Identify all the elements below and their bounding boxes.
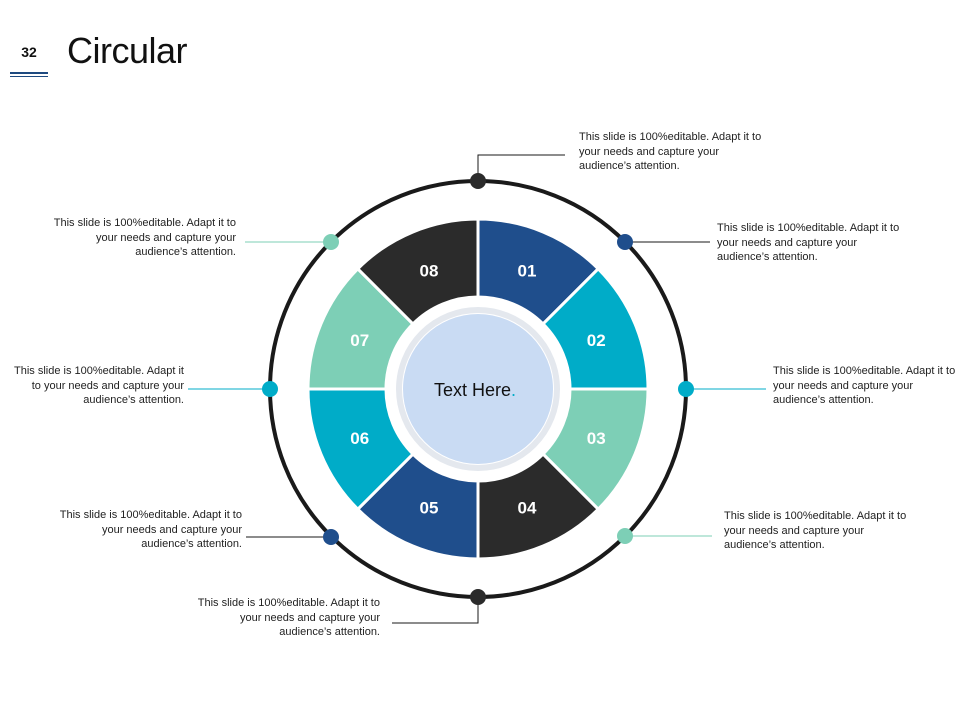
ring-dot-6 [323,529,339,545]
center-text-dot: . [511,380,516,400]
callout-bottom: This slide is 100%editable. Adapt it to … [197,597,380,638]
segment-label-05: 05 [420,498,439,517]
segment-08 [355,217,480,327]
ring-dot-2 [617,234,633,250]
ring-dot-7 [262,381,278,397]
ring-dot-4 [617,528,633,544]
slide-title: Circular [67,30,188,71]
center-text: Text Here. [434,380,516,400]
slide-number-underline [10,72,48,77]
ring-dot-1 [470,173,486,189]
callout-right: This slide is 100%editable. Adapt it to … [773,365,956,406]
ring-dot-3 [678,381,694,397]
slide-number: 32 [21,44,37,60]
ring-dot-8 [323,234,339,250]
callout-left: This slide is 100%editable. Adapt it to … [14,365,184,406]
center-circle [403,314,553,464]
segment-label-04: 04 [518,498,537,517]
ring-dot-5 [470,589,486,605]
callout-upper-right: This slide is 100%editable. Adapt it to … [717,222,900,263]
center-ring [396,307,560,471]
callout-lower-left: This slide is 100%editable. Adapt it to … [59,509,242,550]
callout-top: This slide is 100%editable. Adapt it to … [579,131,762,172]
segment-label-08: 08 [420,262,439,281]
segment-label-07: 07 [350,331,369,350]
connector-line-1 [477,154,565,181]
segment-label-06: 06 [350,429,369,448]
connector-line-5 [392,597,479,624]
segment-label-03: 03 [587,429,606,448]
callout-lower-right: This slide is 100%editable. Adapt it to … [724,510,907,551]
segment-label-01: 01 [518,262,537,281]
callout-upper-left: This slide is 100%editable. Adapt it to … [53,217,236,258]
segment-label-02: 02 [587,331,606,350]
